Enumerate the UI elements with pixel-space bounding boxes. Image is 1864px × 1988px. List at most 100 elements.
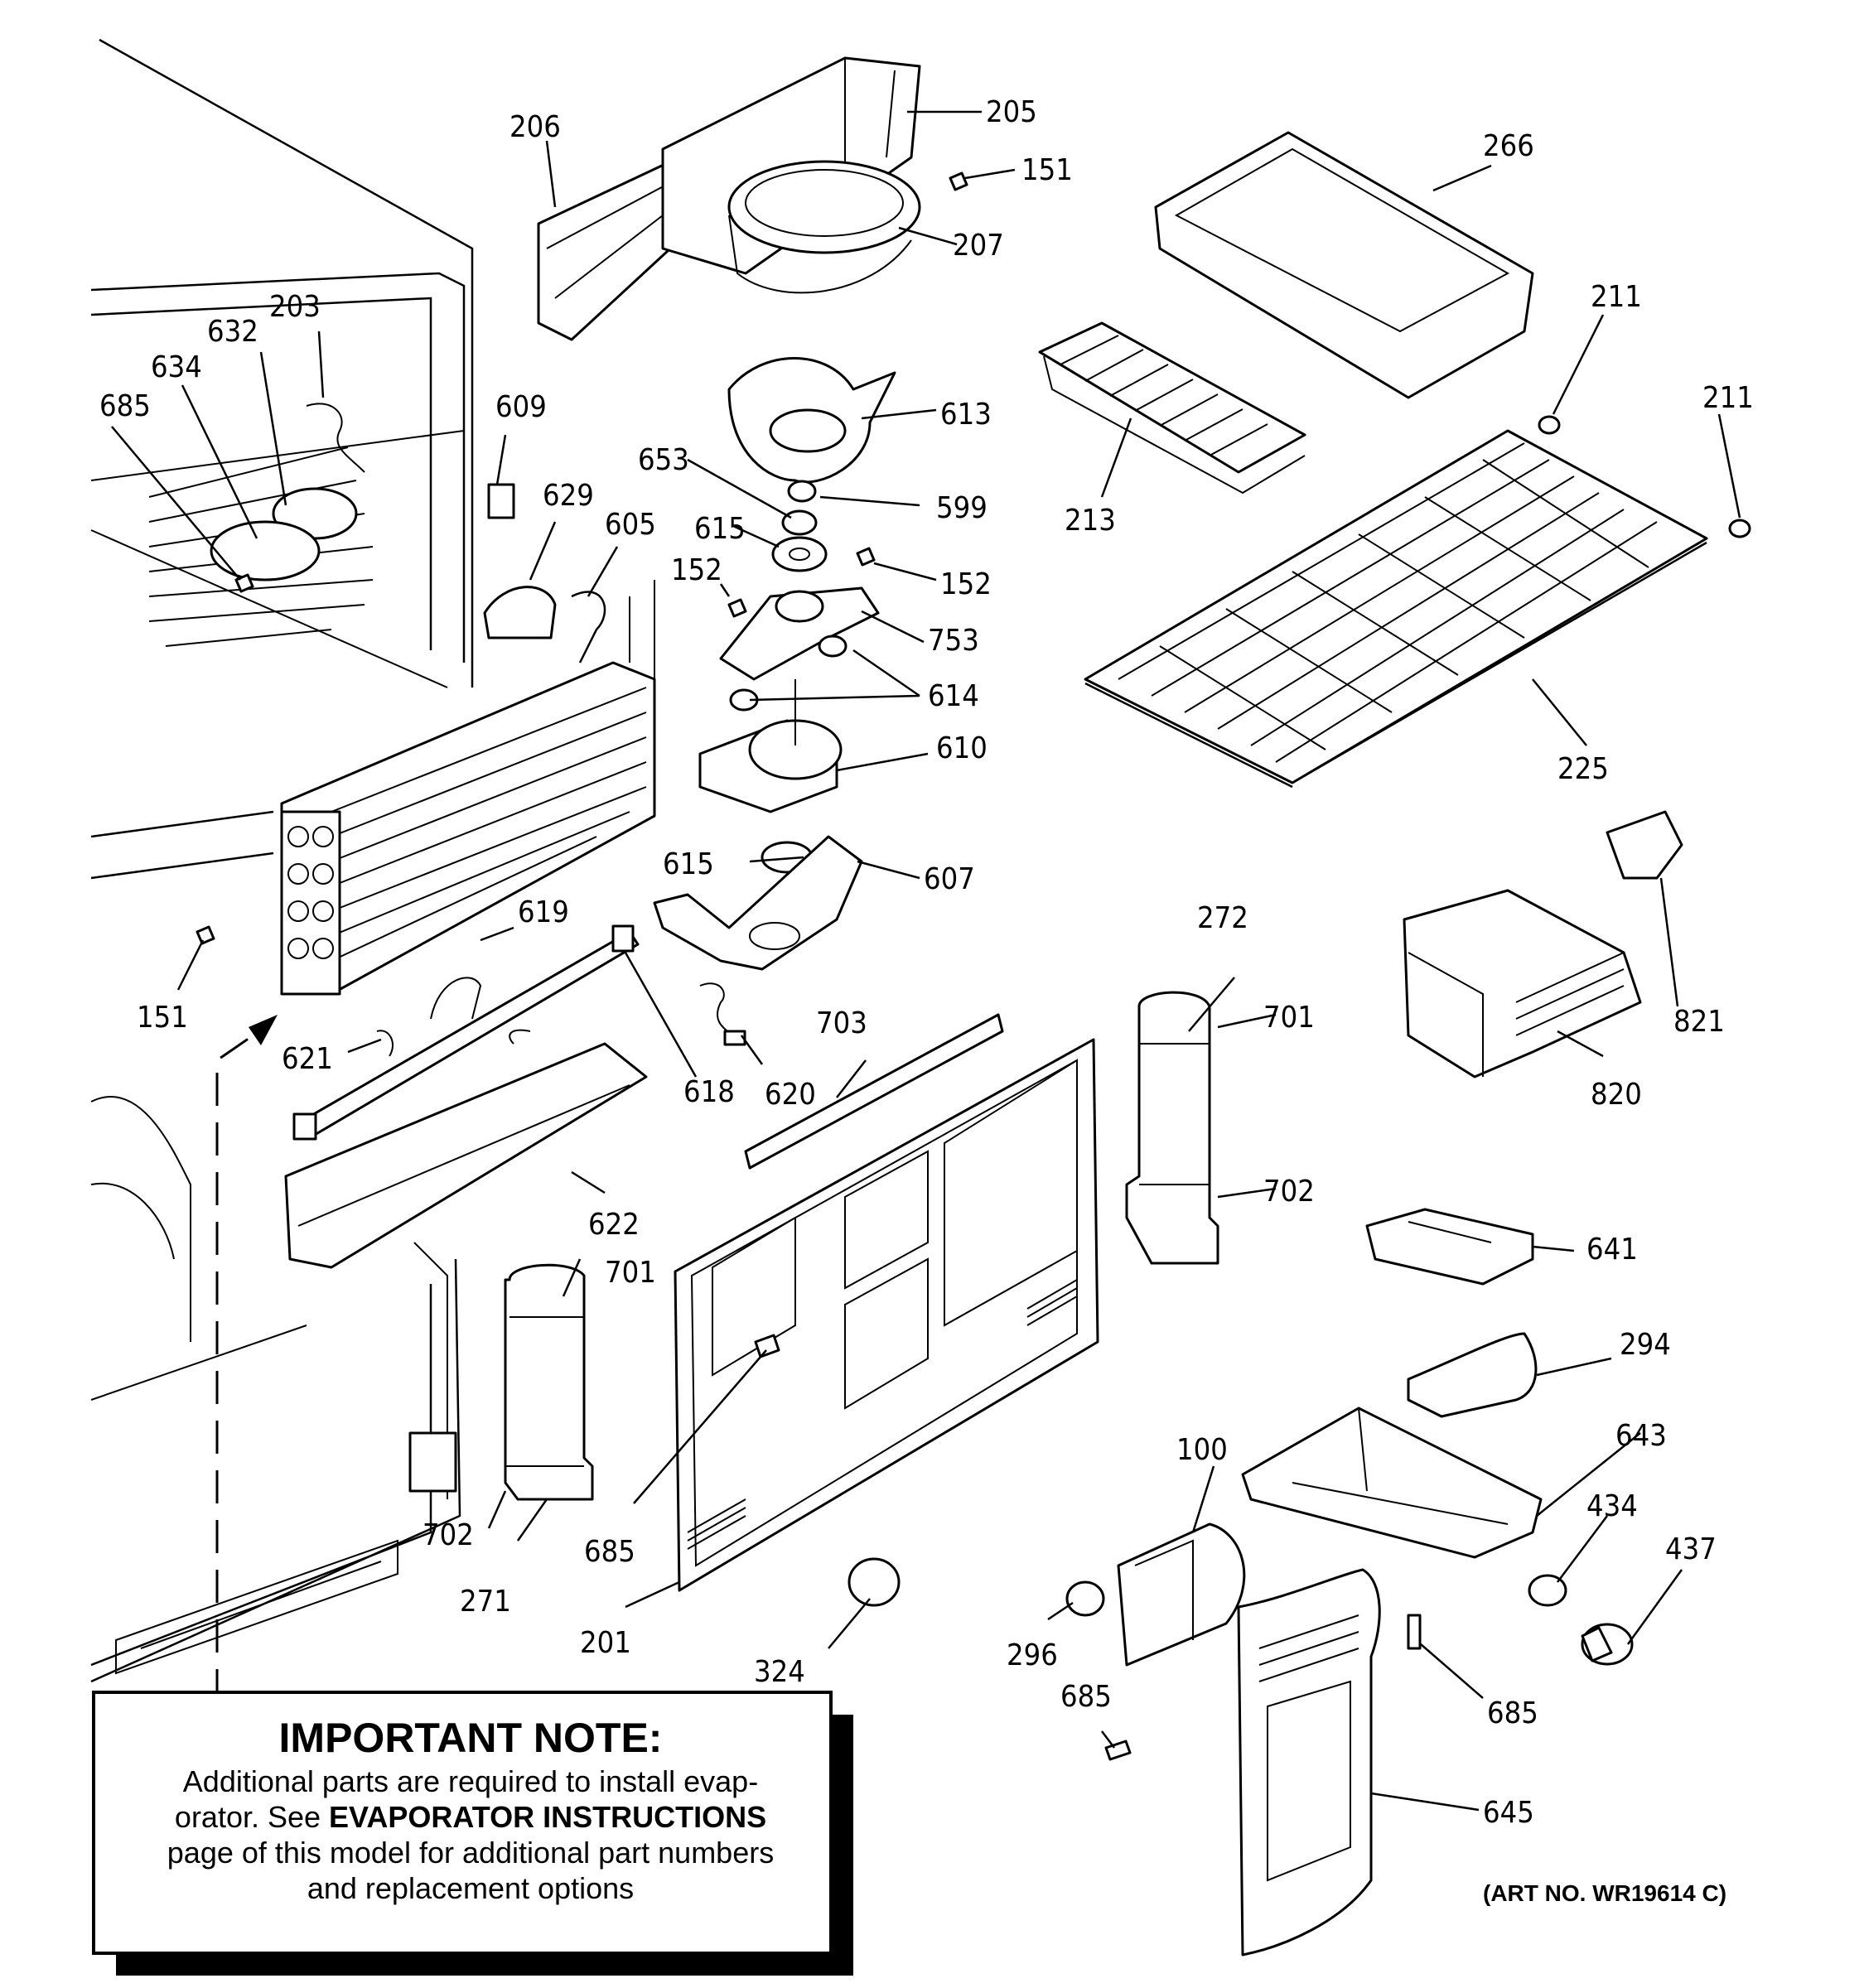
part-437-bulb (1581, 1623, 1634, 1666)
part-643-dispenser-housing (1241, 1407, 1543, 1559)
label-753: 753 (928, 624, 979, 658)
part-622-drain-trough (284, 1042, 648, 1269)
part-296-button (1065, 1580, 1105, 1617)
part-645-cover (1237, 1568, 1381, 1957)
label-607: 607 (924, 862, 975, 896)
part-634 (210, 520, 321, 581)
note-title: IMPORTANT NOTE: (279, 1715, 663, 1761)
label-152: 152 (940, 567, 992, 601)
label-271: 271 (460, 1585, 511, 1619)
part-685-screw-b (754, 1334, 780, 1358)
label-685: 685 (99, 389, 151, 423)
part-613-fan-blade (727, 357, 896, 484)
label-615: 615 (694, 512, 746, 546)
part-703-strip (744, 1013, 1004, 1170)
label-702: 702 (423, 1518, 474, 1552)
label-645: 645 (1483, 1796, 1534, 1830)
label-634: 634 (151, 350, 202, 384)
label-605: 605 (605, 508, 656, 542)
label-614: 614 (928, 679, 979, 713)
label-610: 610 (936, 731, 988, 765)
label-213: 213 (1065, 504, 1116, 538)
label-225: 225 (1557, 752, 1609, 786)
part-615-grommet-a (771, 536, 828, 572)
part-152-screw-a (727, 598, 747, 618)
part-610-motor (698, 679, 843, 813)
part-618-heater (292, 924, 640, 1141)
label-613: 613 (940, 398, 992, 432)
label-702: 702 (1263, 1175, 1315, 1209)
part-201-panel (674, 1038, 1099, 1592)
label-641: 641 (1586, 1233, 1638, 1267)
label-266: 266 (1483, 129, 1534, 163)
label-701: 701 (605, 1256, 656, 1290)
label-620: 620 (765, 1078, 816, 1112)
part-605-tube (571, 591, 606, 663)
label-324: 324 (754, 1655, 805, 1689)
important-note-box: IMPORTANT NOTE: Additional parts are req… (92, 1691, 853, 1976)
label-211: 211 (1702, 381, 1754, 415)
part-100-chute (1117, 1522, 1246, 1667)
part-151-screw-b (196, 925, 215, 945)
part-213-ice-tray (1038, 321, 1306, 495)
part-207-ring (727, 160, 921, 294)
part-620-wire (699, 982, 746, 1046)
part-labels: 205 206 207 151 266 203 632 634 685 609 … (99, 95, 1754, 1830)
label-151: 151 (1021, 153, 1073, 187)
part-621-clip (376, 1030, 394, 1057)
label-206: 206 (509, 110, 561, 144)
label-205: 205 (986, 95, 1037, 129)
label-152: 152 (671, 553, 722, 587)
part-599-nut (787, 480, 817, 503)
part-324-plug (847, 1557, 901, 1607)
label-685: 685 (584, 1535, 635, 1569)
part-619-clips (430, 977, 531, 1045)
part-685-screw-d (1407, 1614, 1422, 1650)
label-619: 619 (518, 895, 569, 929)
label-685: 685 (1060, 1680, 1112, 1714)
art-number: (ART NO. WR19614 C) (1483, 1880, 1726, 1906)
label-685: 685 (1487, 1696, 1538, 1730)
note-line-1: Additional parts are required to install… (183, 1764, 758, 1798)
part-206-bracket (537, 156, 681, 341)
part-266-bucket (1154, 131, 1534, 399)
leader-lines (111, 110, 1741, 1812)
part-211-cap-b (1728, 519, 1751, 538)
label-203: 203 (269, 290, 321, 324)
label-629: 629 (543, 479, 594, 513)
label-622: 622 (588, 1208, 640, 1242)
part-271-duct (504, 1263, 594, 1501)
part-685-screw-c (1104, 1740, 1132, 1761)
part-607-bracket (653, 835, 863, 971)
label-653: 653 (638, 443, 689, 477)
label-643: 643 (1615, 1419, 1667, 1453)
part-294-deflector (1407, 1332, 1538, 1418)
refrigerator-cabinet (90, 38, 474, 1683)
part-609-clip (487, 483, 515, 519)
label-632: 632 (207, 315, 258, 349)
part-821-spout (1606, 810, 1683, 880)
note-line-4: and replacement options (307, 1871, 634, 1905)
label-100: 100 (1176, 1433, 1228, 1467)
label-701: 701 (1263, 1001, 1315, 1035)
label-821: 821 (1673, 1005, 1725, 1039)
label-599: 599 (936, 491, 988, 525)
label-296: 296 (1007, 1638, 1058, 1672)
label-618: 618 (683, 1075, 735, 1109)
part-753-bracket (719, 586, 880, 681)
label-211: 211 (1591, 280, 1642, 314)
part-203 (306, 403, 365, 473)
part-629-sleeve (483, 586, 557, 639)
label-151: 151 (137, 1001, 188, 1035)
part-225-shelf (1084, 429, 1708, 789)
part-151-screw-a (949, 171, 968, 191)
label-272: 272 (1197, 901, 1248, 935)
part-653-washer (781, 509, 818, 536)
part-641-cover (1365, 1208, 1534, 1286)
evaporator (280, 580, 656, 996)
label-621: 621 (282, 1042, 333, 1076)
part-152-screw-b (856, 547, 876, 567)
label-703: 703 (816, 1006, 867, 1040)
label-615: 615 (663, 847, 714, 881)
